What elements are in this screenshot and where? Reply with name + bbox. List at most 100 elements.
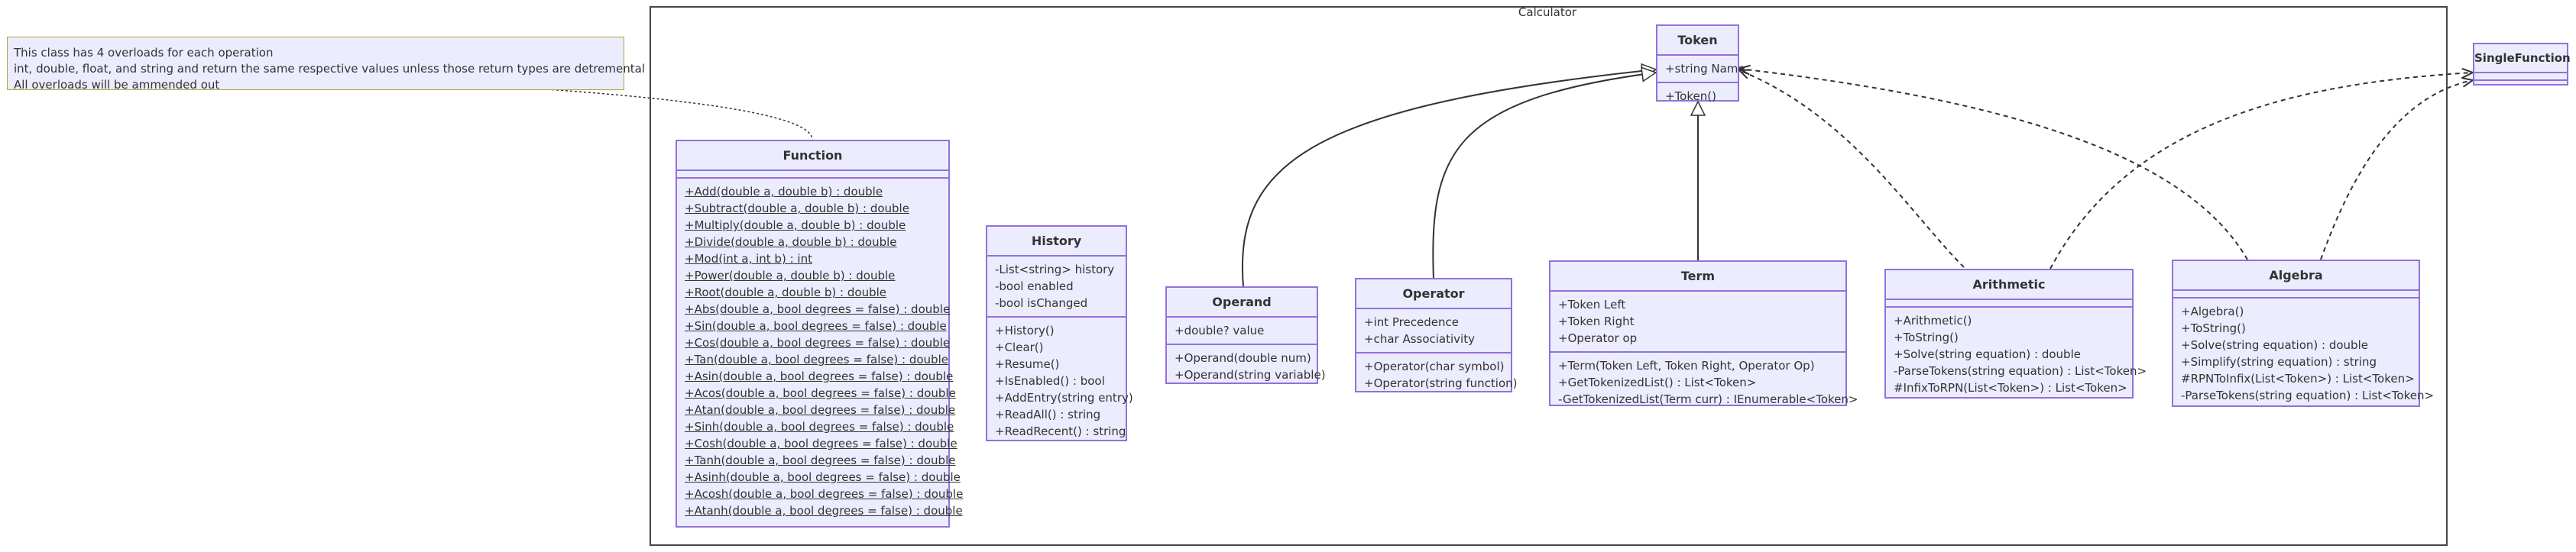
method: +AddEntry(string entry) (995, 391, 1133, 405)
class-arithmetic[interactable]: Arithmetic +Arithmetic() +ToString() +So… (1884, 269, 2147, 401)
class-fields: +string Name (1657, 54, 1745, 82)
method: +ReadAll() : string (995, 408, 1101, 421)
method: +Abs(double a, bool degrees = false) : d… (685, 302, 951, 316)
method: -ParseTokens(string equation) : List<Tok… (2181, 389, 2435, 402)
method: +GetTokenizedList() : List<Token> (1558, 376, 1757, 389)
method: +Arithmetic() (1894, 314, 1972, 328)
class-fields: +double? value (1167, 316, 1317, 344)
method: +Tan(double a, bool degrees = false) : d… (685, 353, 948, 366)
method: +ReadRecent() : string (995, 424, 1126, 438)
field: +Token Left (1558, 298, 1626, 312)
class-algebra[interactable]: Algebra +Algebra() +ToString() +Solve(st… (2172, 260, 2435, 408)
class-operand[interactable]: Operand +double? value +Operand(double n… (1165, 286, 1326, 384)
method: +Asin(double a, bool degrees = false) : … (685, 370, 954, 383)
note-line: This class has 4 overloads for each oper… (14, 46, 274, 60)
method: +Atan(double a, bool degrees = false) : … (685, 403, 956, 417)
method: +Operator(string function) (1364, 376, 1518, 390)
method: +Cos(double a, bool degrees = false) : d… (685, 336, 951, 350)
method: +Operand(double num) (1175, 351, 1311, 365)
field: -bool isChanged (995, 296, 1088, 310)
method: +Solve(string equation) : double (2181, 338, 2368, 352)
class-methods: +Token() (1657, 82, 1738, 109)
class-methods: +Operator(char symbol) +Operator(string … (1356, 352, 1518, 396)
note-line: int, double, float, and string and retur… (14, 62, 645, 76)
method: +Atanh(double a, bool degrees = false) :… (685, 504, 963, 518)
edge-arithmetic-depends-token (1739, 70, 1965, 268)
method: +Resume() (995, 357, 1060, 371)
method: +ToString() (1894, 331, 1959, 344)
method: +Divide(double a, double b) : double (685, 235, 897, 249)
method: +Operand(string variable) (1175, 368, 1326, 382)
method: +Tanh(double a, bool degrees = false) : … (685, 454, 956, 467)
method: +Sinh(double a, bool degrees = false) : … (685, 420, 954, 434)
method: +ToString() (2181, 321, 2246, 335)
field: +double? value (1175, 324, 1265, 337)
method: +Algebra() (2181, 305, 2244, 318)
class-function[interactable]: Function +Add(double a, double b) : doub… (676, 140, 964, 528)
class-token[interactable]: Token +string Name +Token() (1656, 24, 1745, 103)
class-methods (2474, 79, 2567, 87)
method: +Multiply(double a, double b) : double (685, 218, 906, 232)
class-fields (677, 169, 948, 177)
class-history[interactable]: History -List<string> history -bool enab… (986, 225, 1133, 444)
note-line: All overloads will be ammended out (14, 78, 220, 92)
class-methods: +Arithmetic() +ToString() +Solve(string … (1886, 306, 2147, 401)
class-name: Operator (1402, 286, 1465, 301)
note-overloads: This class has 4 overloads for each oper… (7, 37, 645, 92)
method: #RPNToInfix(List<Token>) : List<Token> (2181, 372, 2415, 386)
class-singlefunction[interactable]: SingleFunction (2473, 43, 2571, 87)
class-fields: +Token Left +Token Right +Operator op (1550, 290, 1845, 351)
method: +Token() (1665, 89, 1716, 103)
class-fields (1886, 299, 2132, 306)
namespace-calculator (650, 6, 2448, 546)
class-name: Term (1680, 269, 1716, 283)
field: +Token Right (1558, 315, 1635, 328)
field: +int Precedence (1364, 315, 1459, 329)
field: -List<string> history (995, 263, 1115, 276)
class-methods: +Add(double a, double b) : double +Subtr… (677, 177, 964, 524)
field: +Operator op (1558, 331, 1638, 345)
edge-algebra-depends-singlefunction (2320, 80, 2473, 260)
method: +Operator(char symbol) (1364, 360, 1505, 373)
method: +Solve(string equation) : double (1894, 347, 2081, 361)
method: -GetTokenizedList(Term curr) : IEnumerab… (1558, 392, 1858, 406)
class-methods: +Operand(double num) +Operand(string var… (1167, 344, 1326, 388)
edge-algebra-depends-token (1739, 69, 2248, 260)
class-fields (2173, 289, 2419, 297)
class-fields: -List<string> history -bool enabled -boo… (987, 255, 1126, 316)
method: +Mod(int a, int b) : int (685, 252, 812, 266)
class-fields (2474, 72, 2567, 79)
class-name: Arithmetic (1972, 277, 2046, 292)
class-operator[interactable]: Operator +int Precedence +char Associati… (1355, 278, 1518, 392)
field: +string Name (1665, 62, 1745, 76)
class-methods: +Algebra() +ToString() +Solve(string equ… (2173, 297, 2435, 408)
method: +Root(double a, double b) : double (685, 286, 887, 299)
class-name: Operand (1212, 295, 1272, 309)
method: +Sin(double a, bool degrees = false) : d… (685, 319, 947, 333)
class-methods: +History() +Clear() +Resume() +IsEnabled… (987, 316, 1133, 444)
class-term[interactable]: Term +Token Left +Token Right +Operator … (1549, 260, 1858, 406)
method: +Cosh(double a, bool degrees = false) : … (685, 437, 957, 450)
namespace-title: Calculator (1518, 5, 1577, 19)
method: +Simplify(string equation) : string (2181, 355, 2377, 369)
edge-operand-inherits-token (1242, 69, 1656, 288)
method: +Clear() (995, 341, 1044, 354)
method: +Power(double a, double b) : double (685, 269, 896, 282)
method: +Asinh(double a, bool degrees = false) :… (685, 470, 961, 484)
field: +char Associativity (1364, 332, 1475, 346)
field: -bool enabled (995, 279, 1074, 293)
method: +Subtract(double a, double b) : double (685, 202, 909, 215)
class-methods: +Term(Token Left, Token Right, Operator … (1550, 351, 1858, 412)
method: +History() (995, 324, 1055, 337)
note-connector (546, 89, 813, 140)
class-fields: +int Precedence +char Associativity (1356, 308, 1511, 352)
class-name: History (1031, 234, 1082, 248)
method: +Term(Token Left, Token Right, Operator … (1558, 359, 1815, 373)
class-name: Algebra (2269, 268, 2323, 282)
method: +Acosh(double a, bool degrees = false) :… (685, 487, 964, 501)
method: +Acos(double a, bool degrees = false) : … (685, 386, 956, 400)
class-name: Token (1677, 33, 1718, 47)
method: #InfixToRPN(List<Token>) : List<Token> (1894, 381, 2127, 395)
class-name: Function (783, 148, 843, 163)
